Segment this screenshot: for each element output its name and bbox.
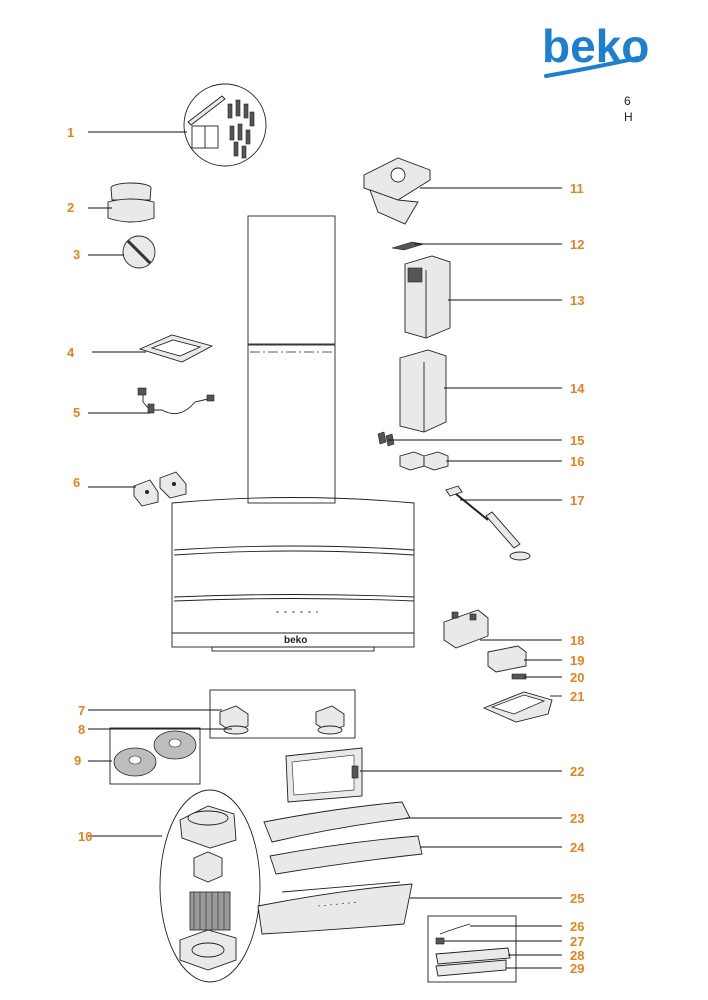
part-label-22: 22 [570,764,584,779]
part-15-clips [377,431,395,447]
part-label-26: 26 [570,919,584,934]
parts-7-8-valve-brackets [209,689,356,739]
part-11-ceiling-bracket [363,157,431,225]
part-23-upper-glass-panel [263,801,411,843]
parts-26-29-control-components [427,915,517,983]
brand-wordmark: beko [542,20,649,72]
part-24-lower-glass-panel [269,835,423,875]
part-4-mounting-flange [138,334,214,363]
part-9-carbon-filters [109,727,201,785]
part-label-3: 3 [73,247,80,262]
part-label-4: 4 [67,345,75,360]
part-label-5: 5 [73,405,80,420]
part-label-1: 1 [67,125,74,140]
part-label-11: 11 [570,181,584,196]
cooker-hood-assembly: beko [171,215,415,652]
part-label-12: 12 [570,237,584,252]
part-16-carbon-blocks [399,451,449,471]
part-6-mounting-brackets [133,471,187,507]
part-label-29: 29 [570,961,584,976]
part-label-18: 18 [570,633,584,648]
part-2-flue-adaptor [107,182,155,223]
part-3-backflow-valve [122,235,156,269]
doc-code-1: 6 [624,94,631,108]
part-label-9: 9 [74,753,81,768]
part-label-28: 28 [570,948,584,963]
part-18-control-board [443,609,489,649]
doc-code-2: H [624,110,633,124]
part-label-19: 19 [570,653,584,668]
part-25-front-panel [257,881,413,935]
part-label-15: 15 [570,433,584,448]
part-label-20: 20 [570,670,584,685]
beko-logo-icon: beko [542,20,649,78]
part-10-motor-assembly [159,789,261,983]
part-label-7: 7 [78,703,85,718]
part-22-grease-filter [285,747,363,803]
part-19-module-box [487,645,527,673]
part-12-chimney-bracket [391,241,425,251]
part-label-14: 14 [570,381,585,396]
part-14-lower-chimney [399,349,447,433]
part-label-13: 13 [570,293,584,308]
part-label-21: 21 [570,689,584,704]
part-20-connector [511,673,527,680]
part-13-upper-chimney [404,255,451,339]
part-label-24: 24 [570,840,585,855]
part-label-10: 10 [78,829,92,844]
part-label-25: 25 [570,891,584,906]
part-21-cover-plate [482,691,553,723]
part-label-8: 8 [78,722,85,737]
part-1-installation-kit [183,83,267,167]
part-number-labels: 1 2 3 4 5 6 7 8 9 10 11 12 13 14 15 16 1… [67,125,585,976]
part-label-6: 6 [73,475,80,490]
leader-lines [88,131,562,969]
part-label-17: 17 [570,493,584,508]
part-17-gas-spring [445,485,531,561]
part-label-27: 27 [570,934,584,949]
part-label-16: 16 [570,454,584,469]
part-label-2: 2 [67,200,74,215]
part-label-23: 23 [570,811,584,826]
part-5-power-cable [137,387,215,415]
hood-logo: beko [284,635,307,646]
